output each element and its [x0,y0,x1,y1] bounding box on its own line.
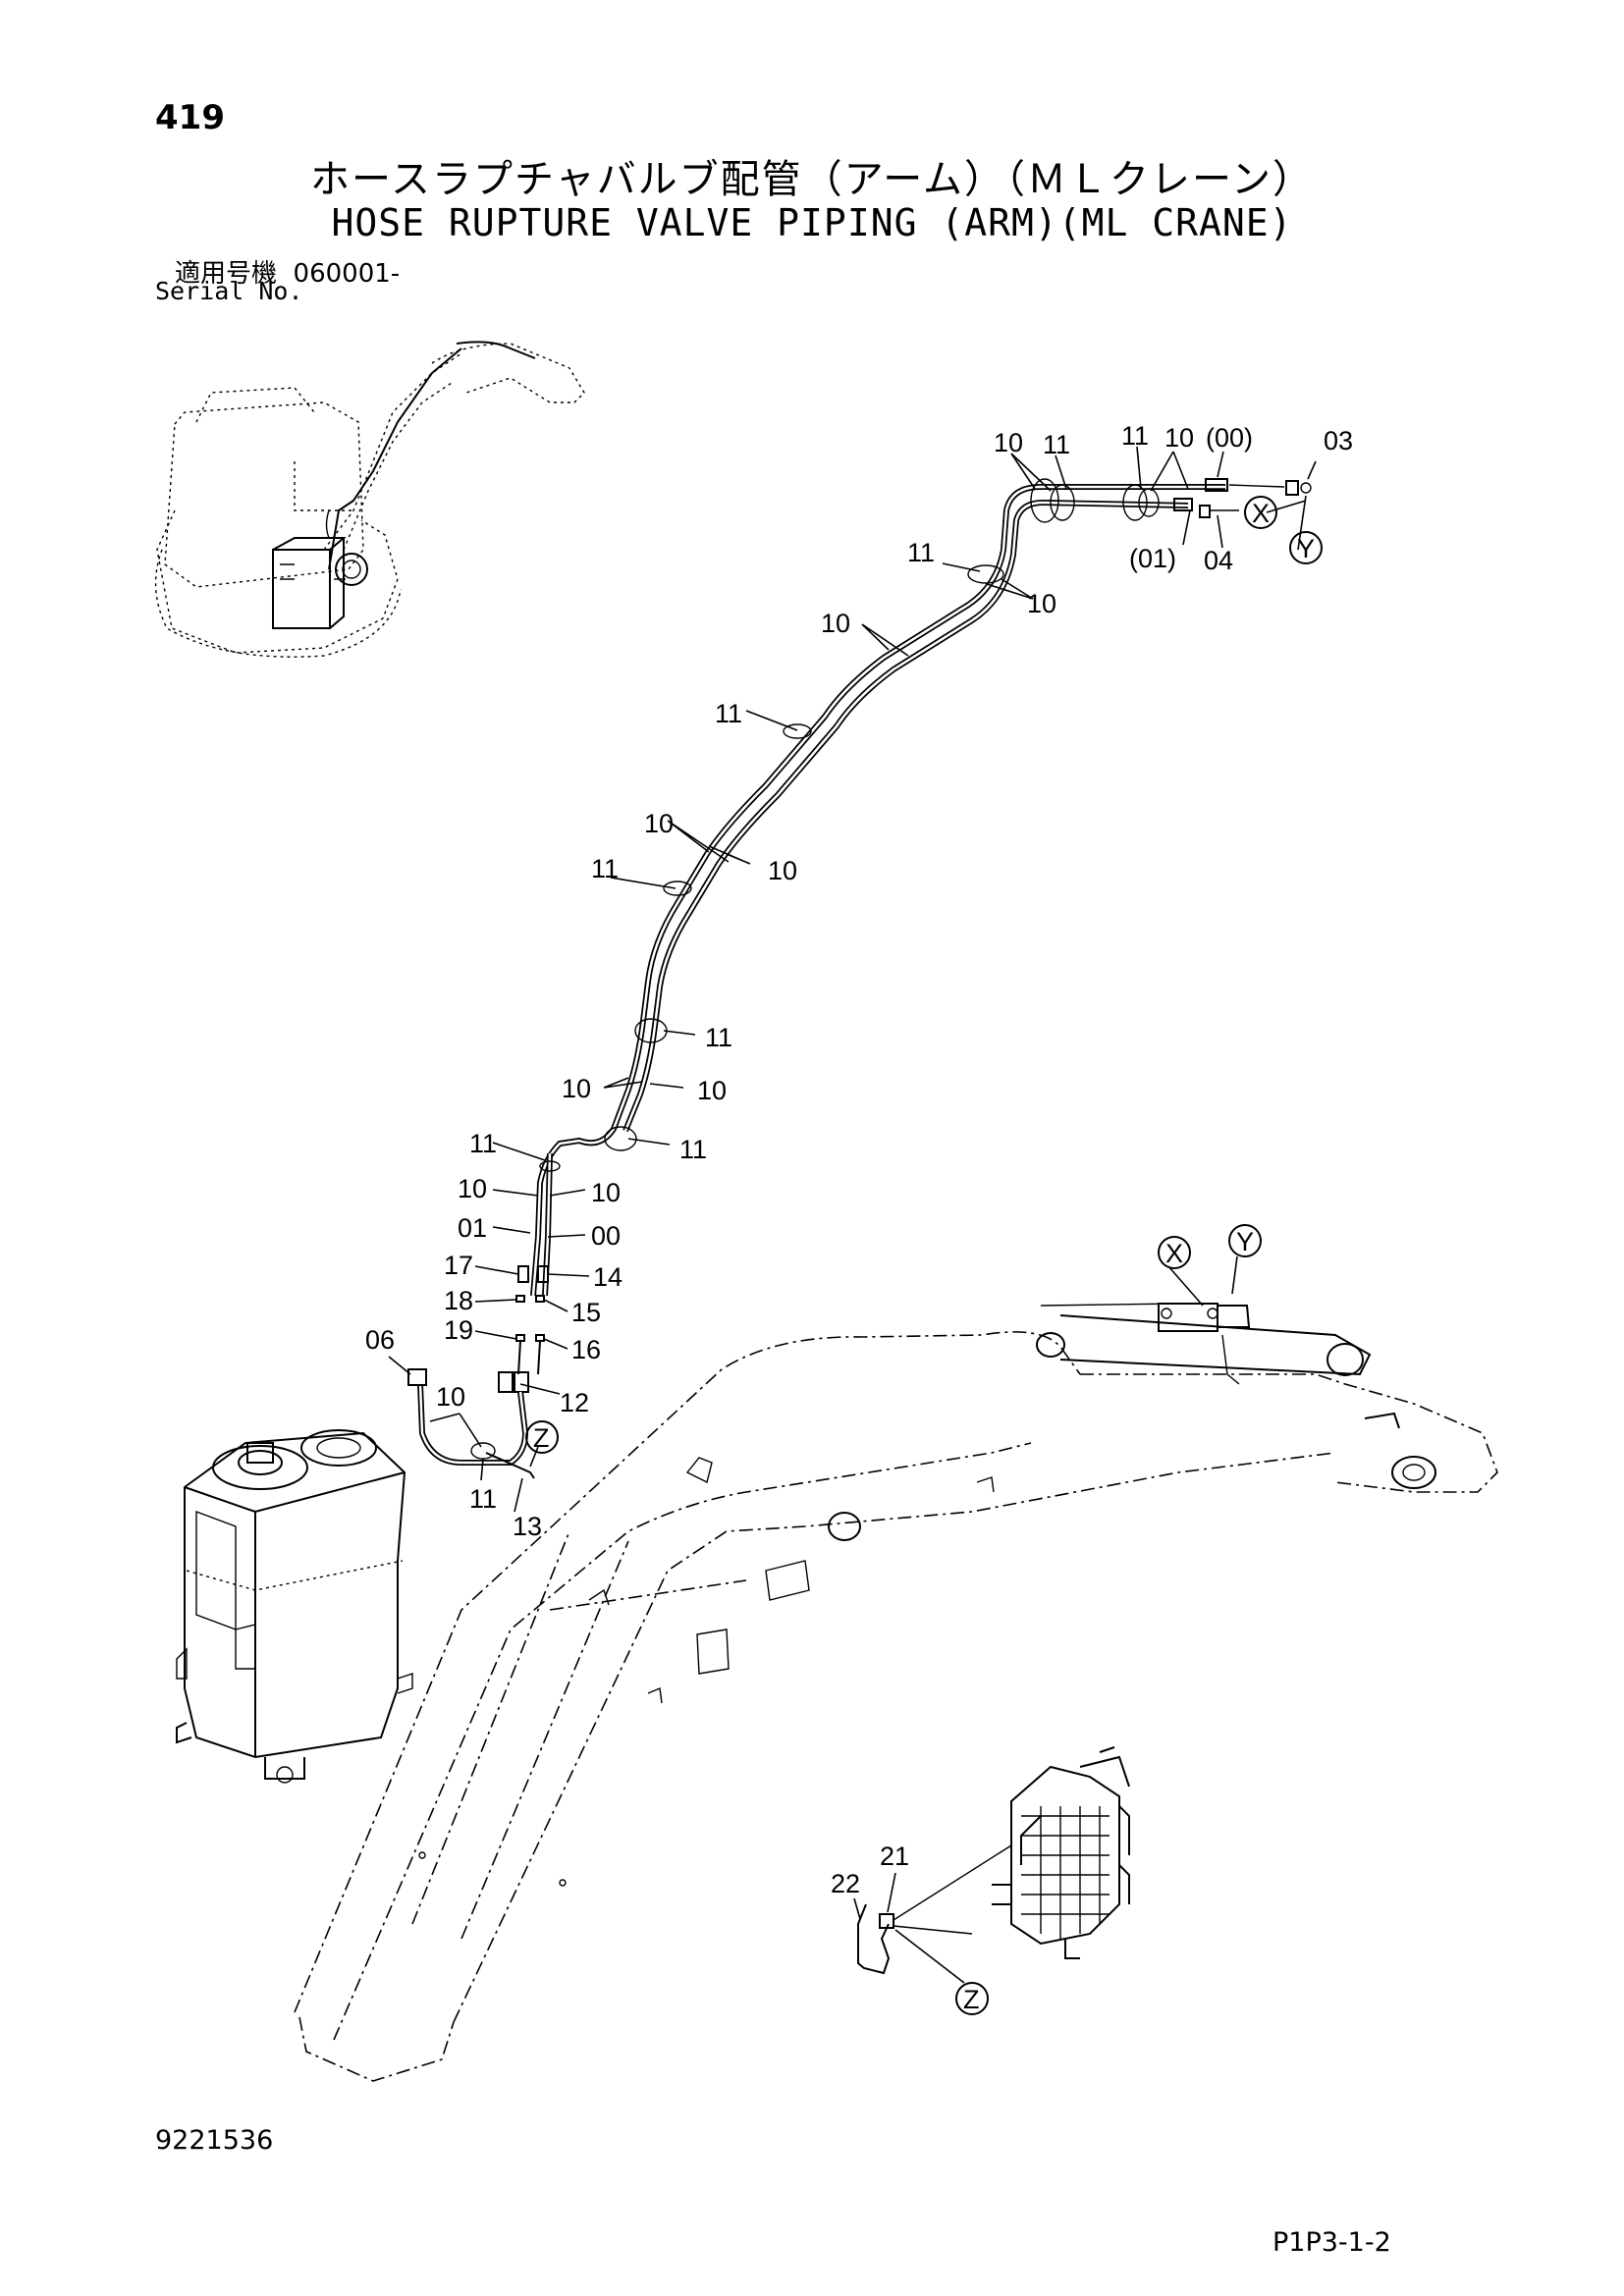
hose-assembly [407,478,1312,1479]
callout-10: 10 [1164,423,1194,453]
serial-value: 060001- [293,259,401,289]
title-english: HOSE RUPTURE VALVE PIPING (ARM)(ML CRANE… [331,201,1293,244]
callout-13: 13 [513,1512,542,1541]
callout-10: 10 [994,428,1023,457]
callout-10: 10 [768,856,797,885]
callout-18: 18 [444,1286,473,1315]
callout-00: (00) [1206,423,1253,453]
callout-11: 11 [591,854,619,883]
detail-marker-z: Z [963,1985,980,2014]
callout-11: 11 [1043,430,1070,459]
page-number: 419 [155,98,225,137]
callout-10: 10 [458,1174,487,1203]
callout-04: 04 [1204,546,1233,575]
page-code: P1P3-1-2 [1272,2227,1391,2258]
leader-lines [388,446,1317,1984]
callout-19: 19 [444,1315,473,1345]
callout-11: 11 [469,1484,497,1514]
detail-marker-circle [1289,531,1323,564]
control-valve [857,1746,1130,1975]
detail-marker-z: Z [533,1423,550,1453]
callout-10: 10 [821,609,850,638]
boom-arm [294,1303,1498,2082]
serial-label-japanese: 適用号機 060001- [175,253,400,290]
callout-12: 12 [560,1388,589,1417]
serial-label-english: Serial No. [155,277,303,305]
callout-11: 11 [679,1135,707,1164]
callout-10: 10 [644,809,674,838]
callout-15: 15 [571,1298,601,1327]
callout-16: 16 [571,1335,601,1364]
callout-11: 11 [715,699,742,728]
callout-10: 10 [436,1382,465,1412]
detail-marker-circle [525,1420,559,1454]
detail-marker-y: Y [1297,534,1315,563]
title-japanese: ホースラプチャバルブ配管（アーム）（ＭＬクレーン） [310,157,1314,202]
callout-10: 10 [697,1076,727,1105]
callout-10: 10 [1027,589,1056,618]
hydraulic-tank [176,1429,413,1784]
detail-marker-circle [1244,496,1277,529]
callout-11: 11 [1121,421,1149,451]
callout-22: 22 [831,1869,860,1898]
detail-marker-circle [1158,1236,1191,1269]
detail-marker-circle [1228,1224,1262,1257]
callout-03: 03 [1324,426,1353,455]
callout-11: 11 [469,1129,497,1158]
detail-marker-x: X [1165,1239,1183,1268]
callout-10: 10 [562,1074,591,1103]
callout-17: 17 [444,1251,473,1280]
callout-21: 21 [880,1842,909,1871]
callout-11: 11 [705,1023,732,1052]
callout-14: 14 [593,1262,623,1292]
callout-labels: 10 11 11 10 (00) 03 (01) 04 11 10 10 11 … [365,421,1353,1898]
callout-06: 06 [365,1325,395,1355]
detail-marker-circle [955,1982,989,2015]
detail-marker-x: X [1252,499,1270,528]
detail-marker-y: Y [1236,1227,1254,1256]
callout-01: 01 [458,1213,487,1243]
callout-10: 10 [591,1178,621,1207]
callout-11: 11 [907,538,935,567]
document-number: 9221536 [155,2125,274,2156]
callout-00: 00 [591,1221,621,1251]
overview-excavator [154,341,585,658]
callout-01: (01) [1129,544,1176,573]
detail-markers: X Y X Y Z Z [525,496,1323,2015]
serial-label-jp-text: 適用号機 [175,259,278,289]
